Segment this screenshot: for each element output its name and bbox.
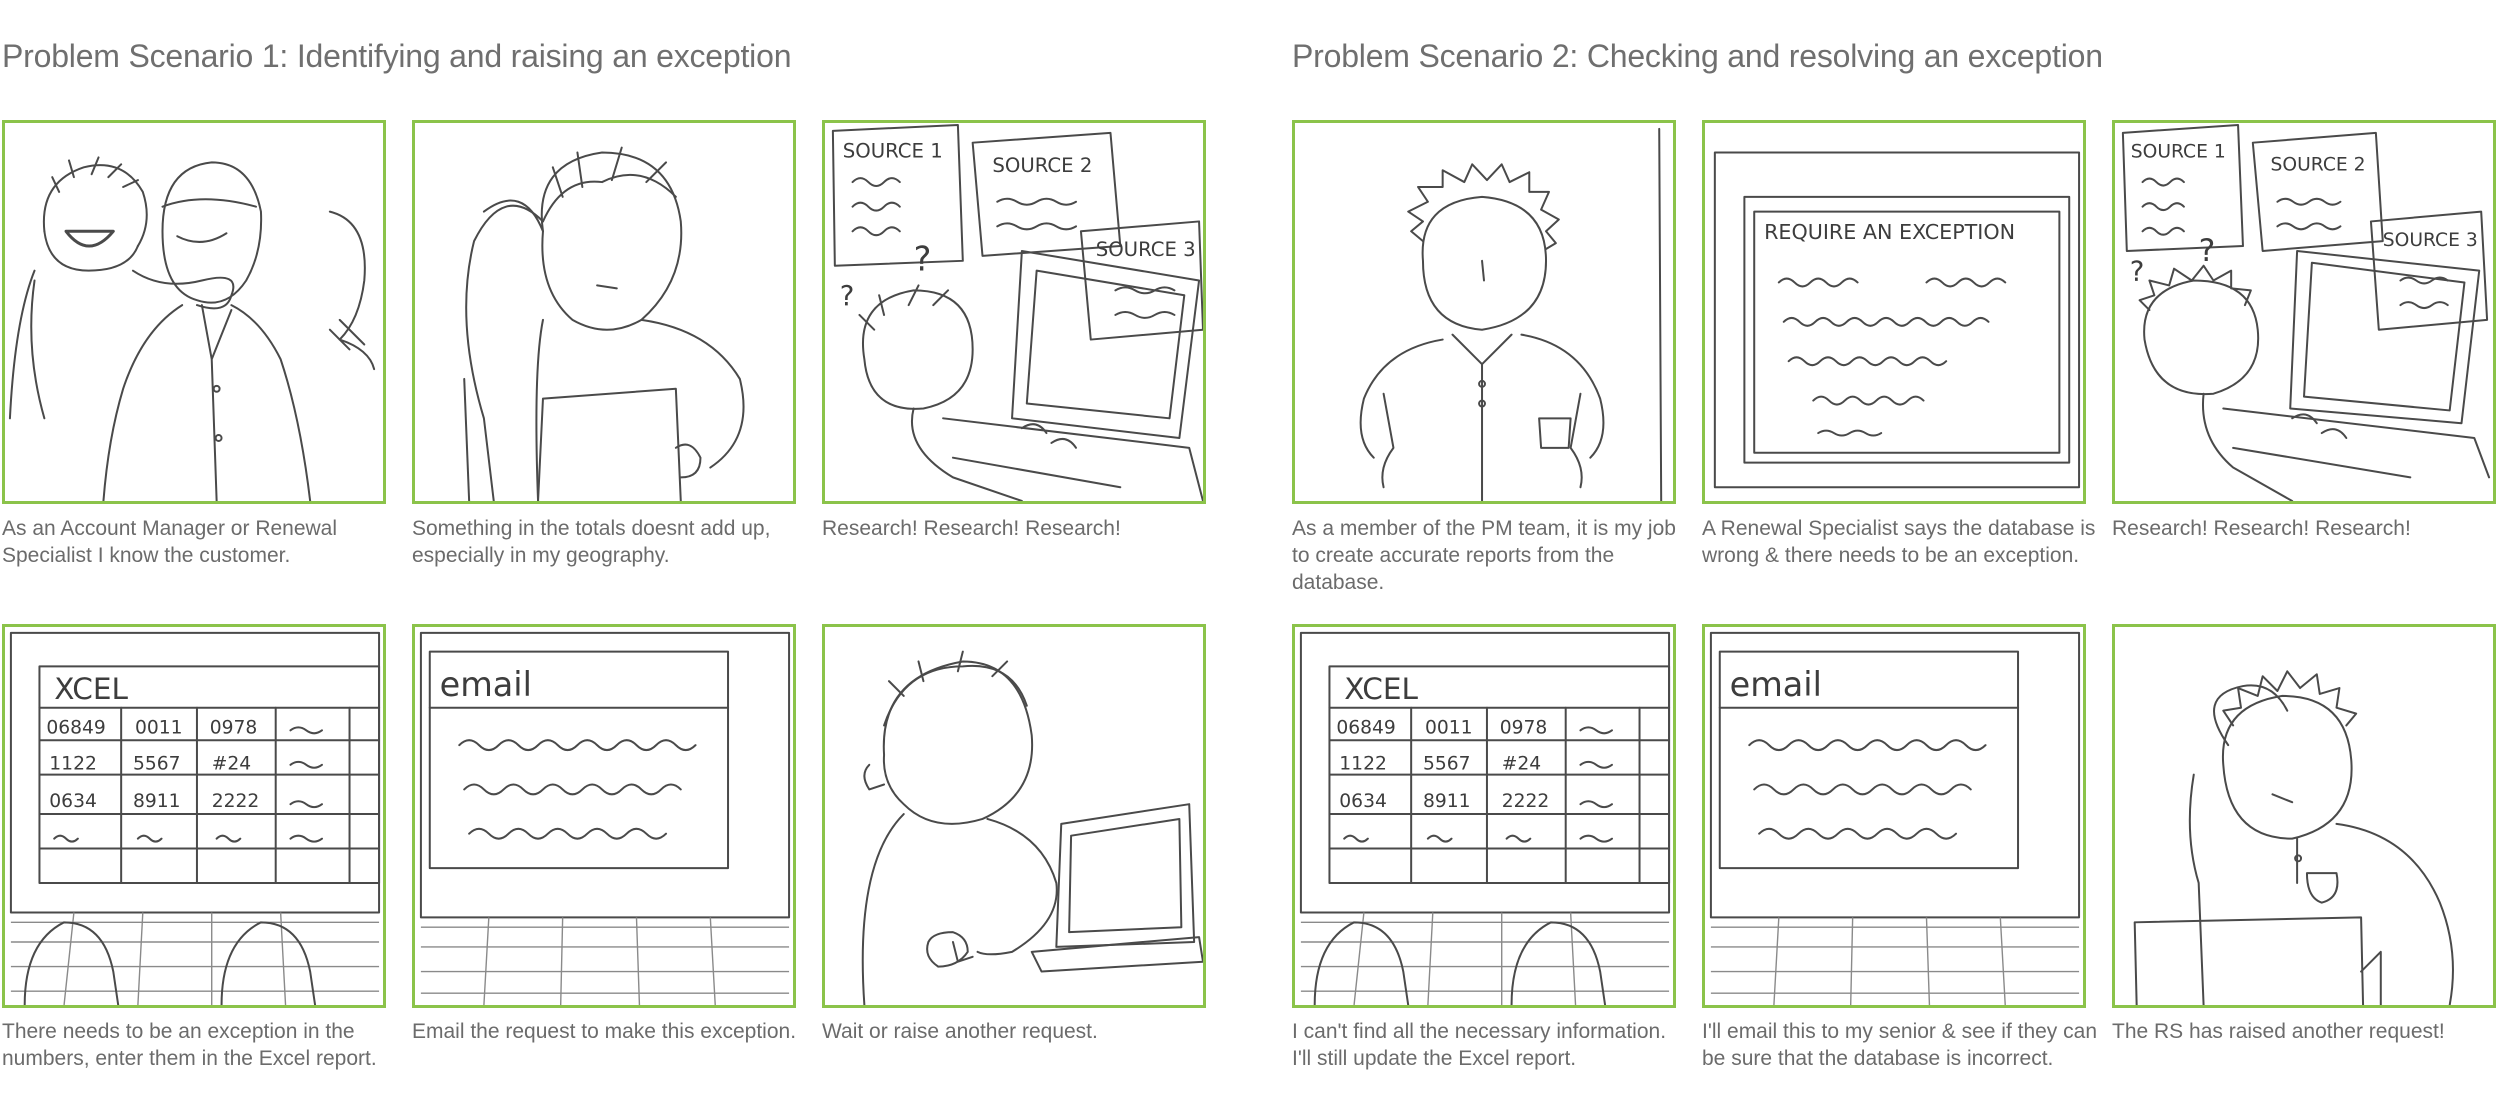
svg-text:?: ? <box>914 240 932 279</box>
svg-text:8911: 8911 <box>133 791 181 812</box>
source-3-label: SOURCE 3 <box>1096 238 1196 261</box>
excel-title: XCEL <box>54 672 128 706</box>
s2-panel-1-pm-member <box>1292 120 1676 504</box>
s1-caption-5: Email the request to make this exception… <box>412 1020 797 1043</box>
s2-caption-4: I can't find all the necessary informati… <box>1292 1020 1667 1070</box>
svg-text:0634: 0634 <box>49 791 97 812</box>
s2-panel-6-another-request <box>2112 624 2496 1008</box>
s1-panel-3-research: SOURCE 1 SOURCE 2 SOURCE 3 ? ? <box>822 120 1206 504</box>
confused-person-sketch <box>415 123 793 501</box>
s2-caption-3: Research! Research! Research! <box>2112 517 2411 540</box>
svg-text:?: ? <box>2199 233 2216 269</box>
email-screen-sketch-2: email <box>1705 627 2083 1005</box>
research-sketch: SOURCE 1 SOURCE 2 SOURCE 3 ? ? <box>825 123 1203 501</box>
scenario-2-title: Problem Scenario 2: Checking and resolvi… <box>1292 38 2103 74</box>
svg-text:0011: 0011 <box>1425 717 1473 738</box>
svg-text:0978: 0978 <box>210 717 258 738</box>
svg-text:8911: 8911 <box>1423 791 1471 812</box>
email-title: email <box>440 665 532 704</box>
svg-text:06849: 06849 <box>46 717 105 738</box>
svg-text:#24: #24 <box>212 754 251 775</box>
two-people-sketch <box>5 123 383 501</box>
svg-text:?: ? <box>2130 256 2145 288</box>
s2-caption-2: A Renewal Specialist says the database i… <box>1702 517 2096 567</box>
s2-source-1-label: SOURCE 1 <box>2131 141 2226 162</box>
svg-text:?: ? <box>840 280 855 312</box>
s1-caption-3: Research! Research! Research! <box>822 517 1121 540</box>
s2-email-title: email <box>1730 665 1822 704</box>
s2-panel-2-require-exception: REQUIRE AN EXCEPTION <box>1702 120 2086 504</box>
svg-text:#24: #24 <box>1502 754 1541 775</box>
email-screen-sketch: email <box>415 627 793 1005</box>
s1-panel-1-account-manager <box>2 120 386 504</box>
s2-caption-1: As a member of the PM team, it is my job… <box>1292 517 1676 594</box>
s1-panel-6-waiting <box>822 624 1206 1008</box>
svg-text:1122: 1122 <box>49 754 97 775</box>
frustrated-person-sketch <box>2115 627 2493 1005</box>
s2-panel-5-email: email <box>1702 624 2086 1008</box>
svg-text:5567: 5567 <box>133 754 181 775</box>
waiting-person-sketch <box>825 627 1203 1005</box>
svg-text:2222: 2222 <box>1502 791 1550 812</box>
svg-text:06849: 06849 <box>1336 717 1395 738</box>
s2-source-3-label: SOURCE 3 <box>2383 230 2478 251</box>
s2-source-2-label: SOURCE 2 <box>2271 154 2366 175</box>
s1-panel-2-totals-confused <box>412 120 796 504</box>
s1-panel-5-email: email <box>412 624 796 1008</box>
scenario-1-title: Problem Scenario 1: Identifying and rais… <box>2 38 792 74</box>
source-1-label: SOURCE 1 <box>843 139 943 162</box>
svg-text:0634: 0634 <box>1339 791 1387 812</box>
s2-panel-4-excel: XCEL 06849 0011 0978 1122 5567 #24 0634 … <box>1292 624 1676 1008</box>
s1-caption-2: Something in the totals doesnt add up, e… <box>412 517 771 567</box>
research-sketch-2: SOURCE 1 SOURCE 2 SOURCE 3 ? ? <box>2115 123 2493 501</box>
excel-screen-sketch-2: XCEL 06849 0011 0978 1122 5567 #24 0634 … <box>1295 627 1673 1005</box>
pm-member-sketch <box>1295 123 1673 501</box>
s1-panel-4-excel: XCEL 06849 0011 0978 1122 5567 #24 0634 … <box>2 624 386 1008</box>
s2-excel-title: XCEL <box>1344 672 1418 706</box>
s2-panel-3-research: SOURCE 1 SOURCE 2 SOURCE 3 ? ? <box>2112 120 2496 504</box>
require-exception-screen-sketch: REQUIRE AN EXCEPTION <box>1705 123 2083 501</box>
s1-caption-6: Wait or raise another request. <box>822 1020 1098 1043</box>
s1-caption-4: There needs to be an exception in the nu… <box>2 1020 377 1070</box>
svg-text:2222: 2222 <box>212 791 260 812</box>
exception-screen-title: REQUIRE AN EXCEPTION <box>1764 220 2015 244</box>
s2-caption-6: The RS has raised another request! <box>2112 1020 2445 1043</box>
svg-text:0011: 0011 <box>135 717 183 738</box>
svg-text:5567: 5567 <box>1423 754 1471 775</box>
excel-screen-sketch: XCEL 06849 0011 0978 1122 5567 #24 0634 … <box>5 627 383 1005</box>
svg-text:1122: 1122 <box>1339 754 1387 775</box>
source-2-label: SOURCE 2 <box>992 154 1092 177</box>
s2-caption-5: I'll email this to my senior & see if th… <box>1702 1020 2098 1070</box>
svg-text:0978: 0978 <box>1500 717 1548 738</box>
s1-caption-1: As an Account Manager or Renewal Special… <box>2 517 338 567</box>
